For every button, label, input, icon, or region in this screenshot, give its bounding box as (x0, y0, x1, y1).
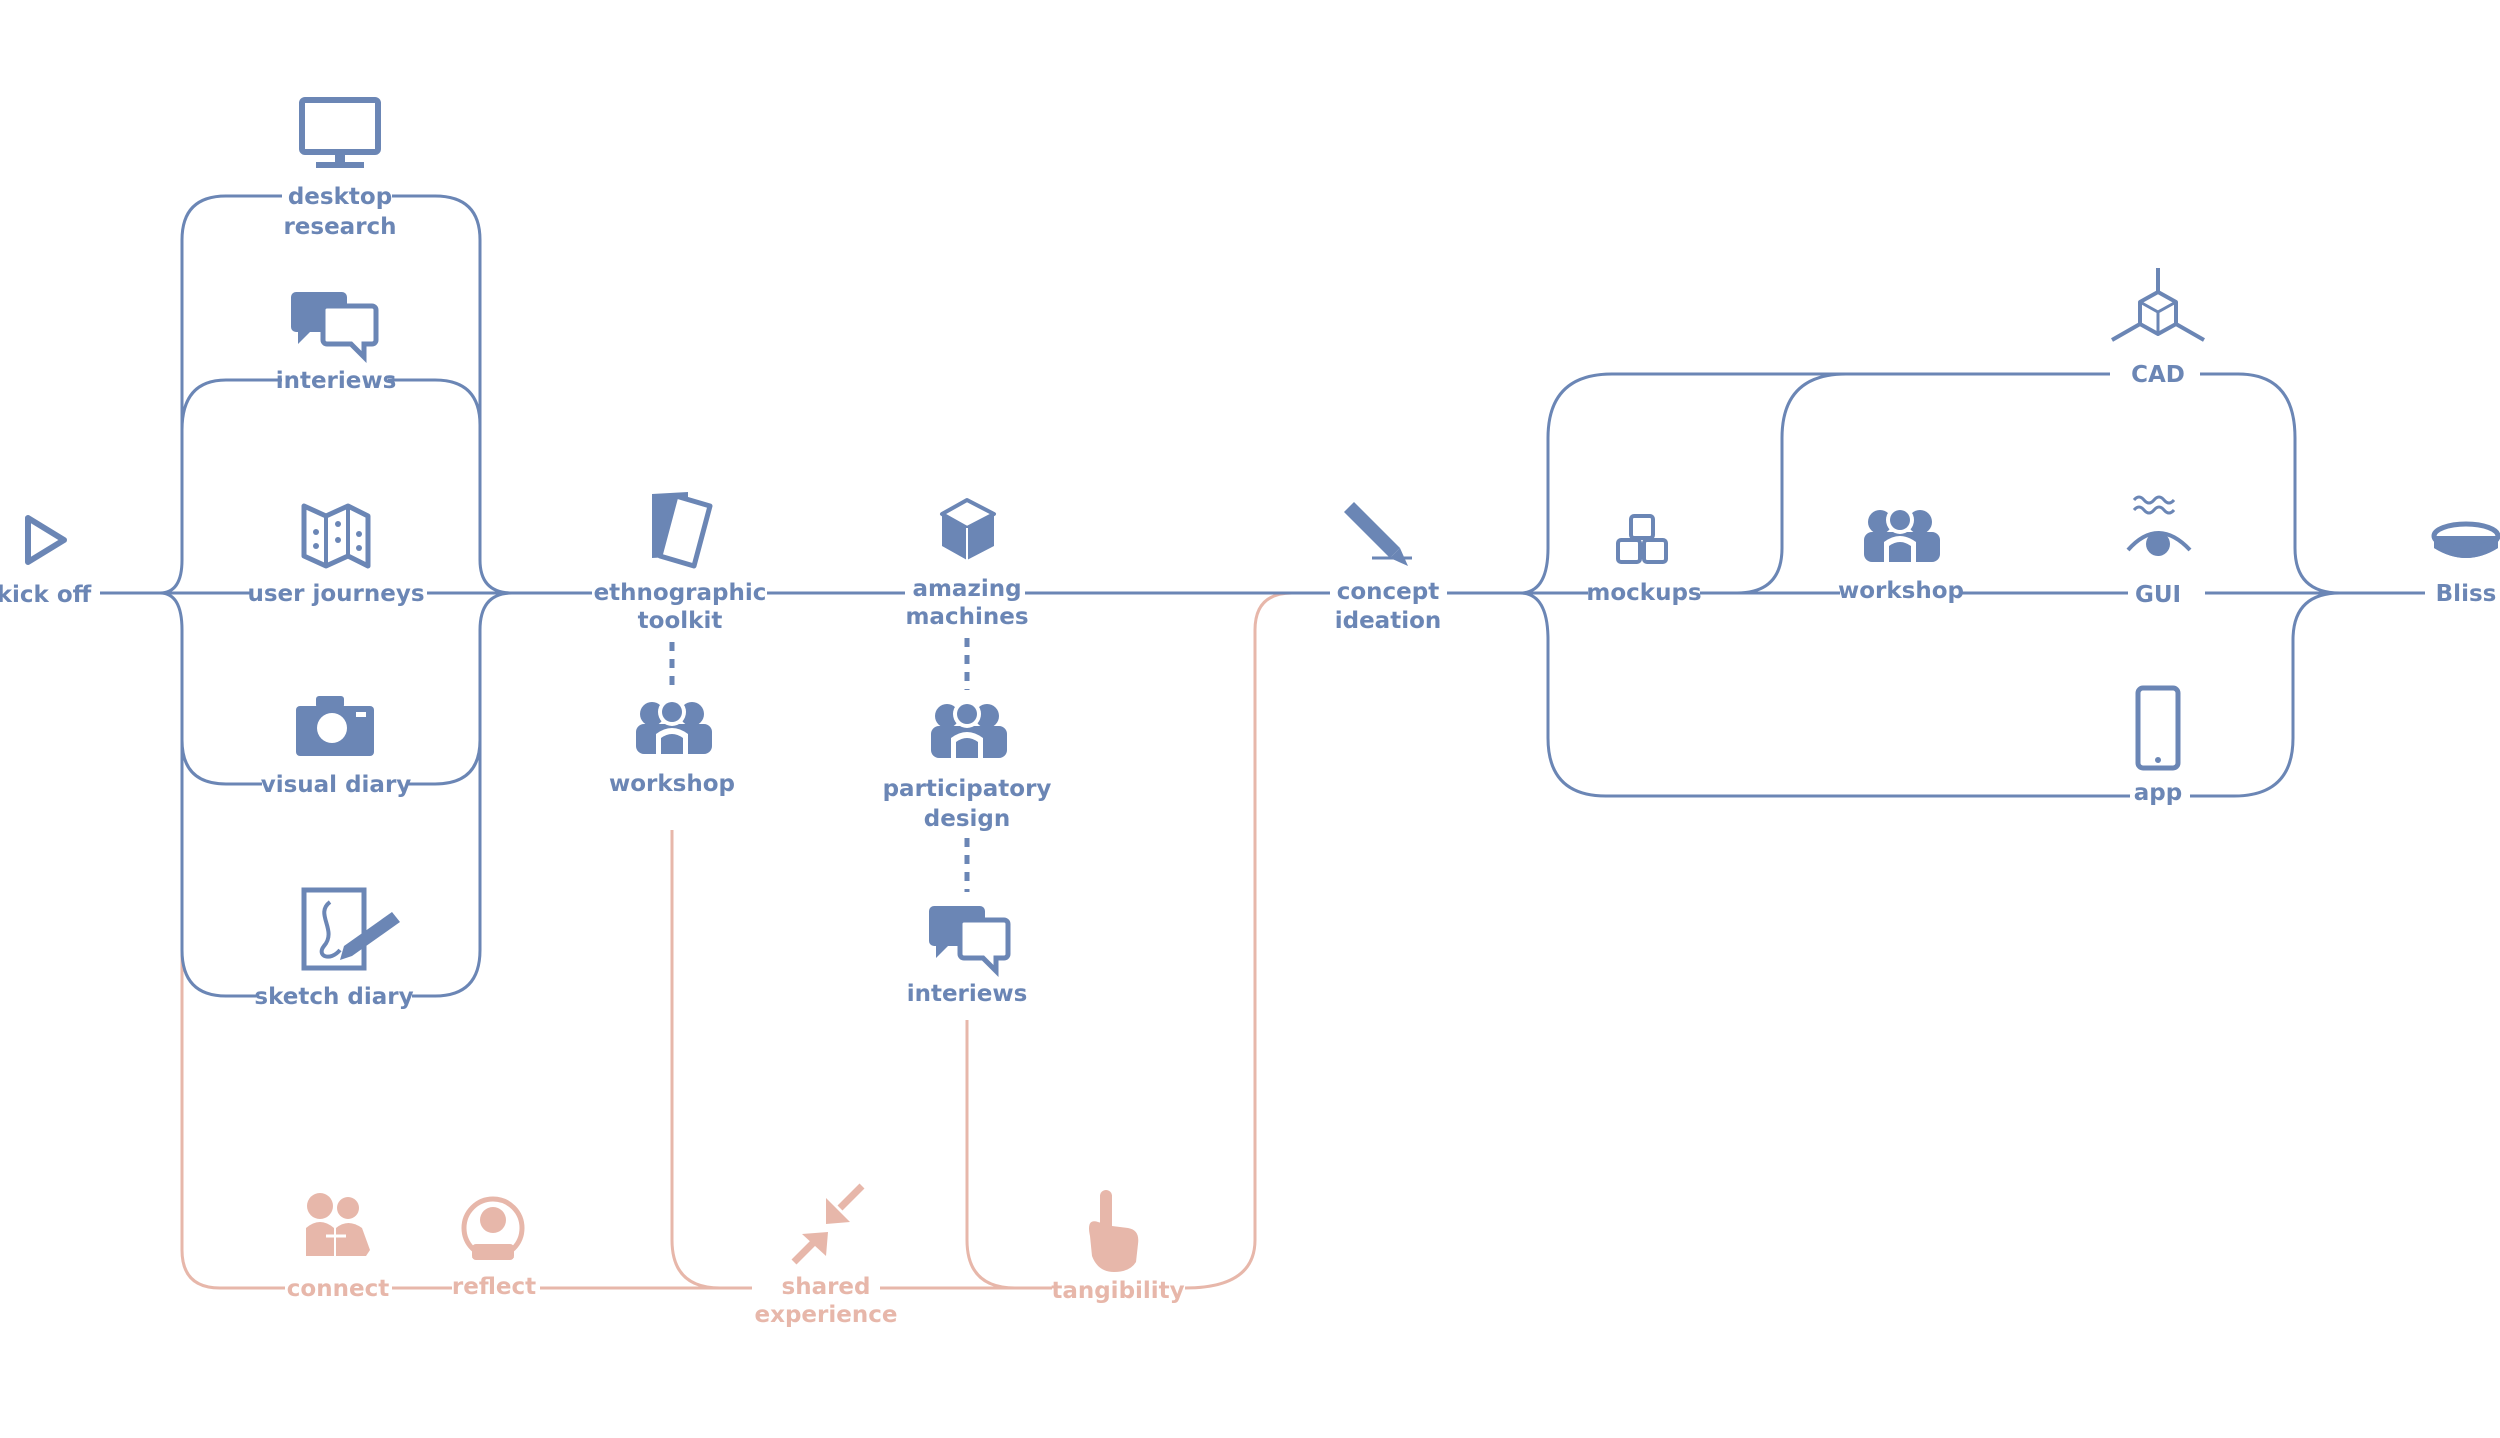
pink-loop-return-to-ideation (1184, 591, 1320, 1290)
tangibility-label: tangibility (1051, 1278, 1184, 1304)
branch-interviews-left (180, 378, 282, 431)
sketch-diary-label: sketch diary (254, 984, 413, 1010)
main-paths (100, 194, 2425, 998)
hand-pointer-icon (1089, 1190, 1139, 1272)
converge-arrows-icon (791, 1183, 865, 1265)
pink-loop-workshop (670, 830, 752, 1290)
branch-mockups-to-cad (1700, 372, 1847, 595)
group-icon (636, 698, 712, 754)
sketch-pad-icon (301, 887, 400, 971)
branch-interviews-right (388, 378, 482, 426)
workshop-2-label: workshop (1838, 578, 1964, 604)
pink-loop-left (180, 940, 285, 1290)
branch-desktop-right (392, 194, 513, 595)
branch-cad-right (2200, 372, 2341, 595)
cad-label: CAD (2131, 362, 2185, 388)
desktop-research-label-line1: desktop (288, 184, 392, 210)
pen-icon (1344, 502, 1412, 566)
ethnographic-toolkit-label-line1: ethnographic (594, 580, 767, 606)
branch-app-right (2190, 591, 2341, 798)
group-icon (1864, 506, 1940, 562)
play-icon (25, 515, 67, 565)
workshop-label: workshop (609, 771, 735, 797)
branch-visual-diary-left (180, 739, 262, 786)
connect-label: connect (287, 1276, 389, 1302)
user-journeys-label: user journeys (247, 581, 424, 607)
concept-ideation-label-line2: ideation (1335, 608, 1442, 634)
monitor-icon (299, 97, 381, 168)
disc-icon (2431, 521, 2500, 558)
ethnographic-toolkit-label-line2: toolkit (638, 608, 723, 634)
branch-cad-left (1519, 372, 2110, 595)
amazing-machines-label-line1: amazing (912, 576, 1021, 602)
3d-axis-cube-icon (2111, 268, 2205, 342)
chat-bubbles-icon (929, 906, 1011, 978)
branch-app-left (1519, 591, 2130, 798)
visual-diary-label: visual diary (261, 772, 412, 798)
mockups-label: mockups (1586, 580, 1701, 606)
shared-experience-label-line1: shared (782, 1274, 871, 1300)
reflect-label: reflect (452, 1274, 536, 1300)
map-icon (301, 503, 371, 569)
pink-loop-interviews (965, 1020, 1052, 1290)
branch-visual-diary-right (406, 739, 482, 786)
branch-sketch-diary-left (159, 591, 256, 998)
cube-icon (940, 498, 996, 560)
secondary-paths (180, 591, 1320, 1290)
kick-off-label: kick off (0, 582, 92, 608)
shared-experience-label-line2: experience (755, 1302, 898, 1328)
interviews-label: interiews (276, 368, 397, 394)
interviews-mid-label: interiews (907, 981, 1028, 1007)
people-hug-icon (306, 1193, 370, 1256)
smartphone-icon (2135, 685, 2181, 771)
cards-icon (652, 492, 713, 569)
chat-bubbles-icon (291, 292, 379, 364)
blocks-icon (1616, 514, 1668, 564)
participatory-design-label-line1: participatory (883, 776, 1052, 802)
concept-ideation-label-line1: concept (1337, 579, 1440, 605)
group-icon (931, 700, 1007, 758)
person-circle-icon (461, 1196, 525, 1260)
desktop-research-label-line2: research (283, 214, 396, 240)
branch-desktop-left (159, 194, 282, 595)
app-label: app (2134, 780, 2182, 806)
bliss-label: Bliss (2436, 581, 2497, 607)
eye-icon (2126, 495, 2192, 556)
branch-sketch-diary-right (412, 591, 513, 998)
amazing-machines-label-line2: machines (905, 604, 1028, 630)
participatory-design-label-line2: design (924, 806, 1010, 832)
gui-label: GUI (2135, 582, 2181, 608)
camera-icon (296, 696, 374, 756)
